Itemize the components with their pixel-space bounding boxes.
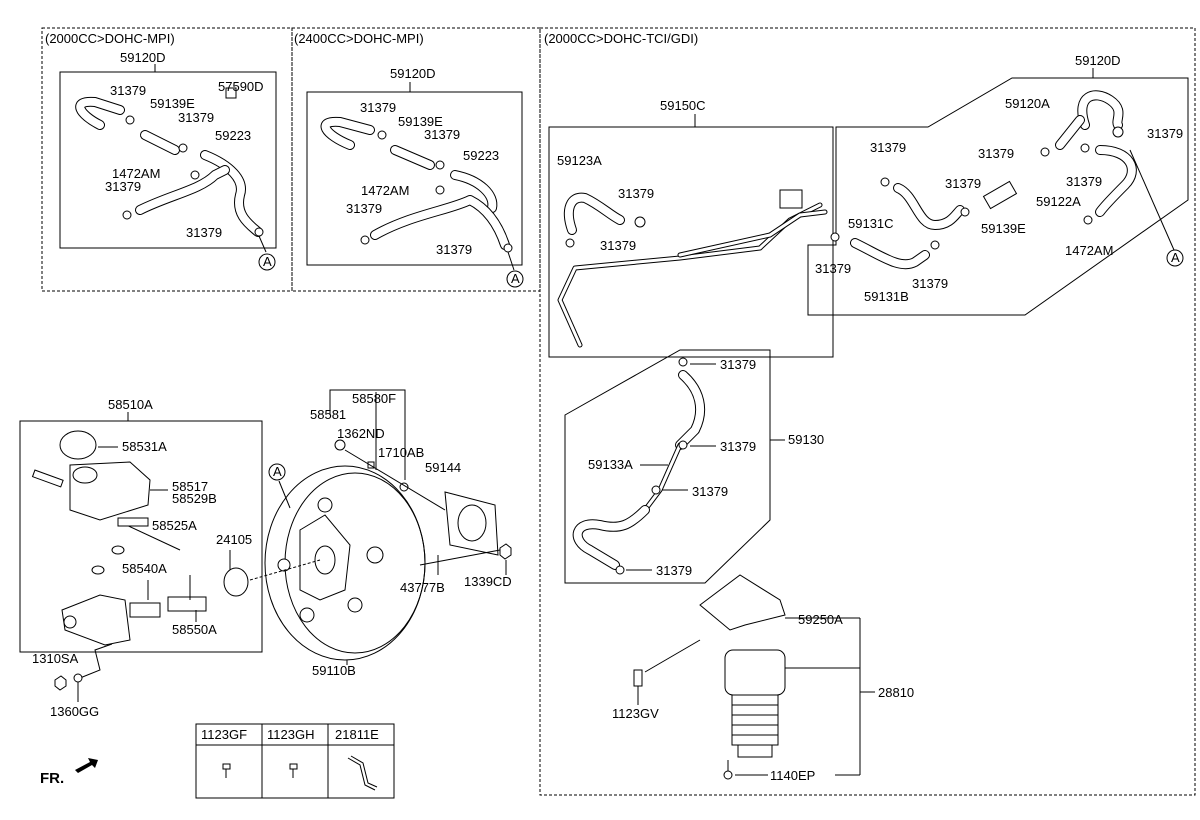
label-1360GG: 1360GG xyxy=(50,704,99,719)
arrow-icon xyxy=(75,758,98,773)
label-59120D: 59120D xyxy=(390,66,436,81)
label-59130: 59130 xyxy=(788,432,824,447)
label-58529B: 58529B xyxy=(172,491,217,506)
label-59122A: 59122A xyxy=(1036,194,1081,209)
bolt-icon xyxy=(222,763,231,778)
label-31379: 31379 xyxy=(600,238,636,253)
front-direction-marker: FR. xyxy=(40,758,98,787)
vacuum-pump-assembly: 31379 59130 31379 59133A 31379 31379 592… xyxy=(564,349,914,783)
label-59250A: 59250A xyxy=(798,612,843,627)
label-59139E: 59139E xyxy=(150,96,195,111)
label-59131B: 59131B xyxy=(864,289,909,304)
label-31379: 31379 xyxy=(346,201,382,216)
front-label: FR. xyxy=(40,770,64,787)
label-31379: 31379 xyxy=(720,357,756,372)
label-59120A: 59120A xyxy=(1005,96,1050,111)
label-59120D: 59120D xyxy=(1075,53,1121,68)
label-31379: 31379 xyxy=(815,261,851,276)
label-58550A: 58550A xyxy=(172,622,217,637)
section-2400cc-mpi-frame xyxy=(291,27,541,292)
label-31379: 31379 xyxy=(978,146,1014,161)
label-57590D: 57590D xyxy=(218,79,264,94)
label-24105: 24105 xyxy=(216,532,252,547)
label-1123GV: 1123GV xyxy=(612,706,659,721)
label-59139E: 59139E xyxy=(398,114,443,129)
label-31379: 31379 xyxy=(186,225,222,240)
panel-2400cc-mpi-hoses: 59120D 31379 59139E 31379 59223 1472AM 3… xyxy=(306,66,524,288)
label-28810: 28810 xyxy=(878,685,914,700)
label-31379: 31379 xyxy=(692,484,728,499)
label-31379: 31379 xyxy=(912,276,948,291)
label-59144: 59144 xyxy=(425,460,461,475)
label-31379: 31379 xyxy=(1066,174,1102,189)
label-59150C: 59150C xyxy=(660,98,706,113)
label-31379: 31379 xyxy=(720,439,756,454)
section-2000cc-mpi-frame xyxy=(41,27,293,292)
label-59131C: 59131C xyxy=(848,216,894,231)
bolt-icon xyxy=(289,763,298,778)
label-1339CD: 1339CD xyxy=(464,574,512,589)
label-31379: 31379 xyxy=(656,563,692,578)
ref-mark-a: A xyxy=(511,271,520,286)
label-58581: 58581 xyxy=(310,407,346,422)
label-58540A: 58540A xyxy=(122,561,167,576)
label-31379: 31379 xyxy=(870,140,906,155)
label-31379: 31379 xyxy=(110,83,146,98)
label-1710AB: 1710AB xyxy=(378,445,424,460)
table-header-1123GF: 1123GF xyxy=(201,727,247,742)
label-1472AM: 1472AM xyxy=(112,166,160,181)
label-59110B: 59110B xyxy=(312,663,356,678)
table-header-21811E: 21811E xyxy=(335,727,379,742)
label-59223: 59223 xyxy=(463,148,499,163)
label-59139E: 59139E xyxy=(981,221,1026,236)
fasteners-table: 1123GF 1123GH 21811E xyxy=(195,723,395,799)
label-31379: 31379 xyxy=(105,179,141,194)
label-31379: 31379 xyxy=(424,127,460,142)
master-cylinder-assembly: 58510A 58531A 58517 58529B 58525A 24105 … xyxy=(19,397,263,719)
label-1310SA: 1310SA xyxy=(32,651,79,666)
label-31379: 31379 xyxy=(945,176,981,191)
label-58510A: 58510A xyxy=(108,397,153,412)
label-58580F: 58580F xyxy=(352,391,396,406)
table-header-1123GH: 1123GH xyxy=(267,727,314,742)
ref-mark-a: A xyxy=(263,254,272,269)
section-title-2000cc-mpi: (2000CC>DOHC-MPI) xyxy=(45,31,175,46)
label-58531A: 58531A xyxy=(122,439,167,454)
label-59133A: 59133A xyxy=(588,457,633,472)
brake-booster-assembly: 58580F 58581 1362ND 1710AB 59144 43777B … xyxy=(249,389,512,678)
bracket-icon xyxy=(347,755,378,791)
panel-2000cc-tci-hoses: 59120D 59150C 59123A 31379 31379 59120A … xyxy=(548,53,1189,358)
label-59123A: 59123A xyxy=(557,153,602,168)
label-43777B: 43777B xyxy=(400,580,445,595)
label-1140EP: 1140EP xyxy=(770,768,815,783)
label-31379: 31379 xyxy=(618,186,654,201)
label-59223: 59223 xyxy=(215,128,251,143)
label-1472AM: 1472AM xyxy=(361,183,409,198)
label-1362ND: 1362ND xyxy=(337,426,385,441)
label-31379: 31379 xyxy=(1147,126,1183,141)
panel-2000cc-mpi-hoses: 59120D 31379 59139E 57590D 31379 59223 1… xyxy=(59,50,277,271)
section-title-2400cc-mpi: (2400CC>DOHC-MPI) xyxy=(294,31,424,46)
label-31379: 31379 xyxy=(360,100,396,115)
label-58517: 58517 xyxy=(172,479,208,494)
label-59120D: 59120D xyxy=(120,50,166,65)
section-title-2000cc-tci: (2000CC>DOHC-TCI/GDI) xyxy=(544,31,698,46)
ref-mark-a: A xyxy=(1171,250,1180,265)
section-2000cc-tci-frame xyxy=(539,27,1196,796)
label-31379: 31379 xyxy=(436,242,472,257)
label-58525A: 58525A xyxy=(152,518,197,533)
label-31379: 31379 xyxy=(178,110,214,125)
ref-mark-a: A xyxy=(273,464,282,479)
label-1472AM: 1472AM xyxy=(1065,243,1113,258)
